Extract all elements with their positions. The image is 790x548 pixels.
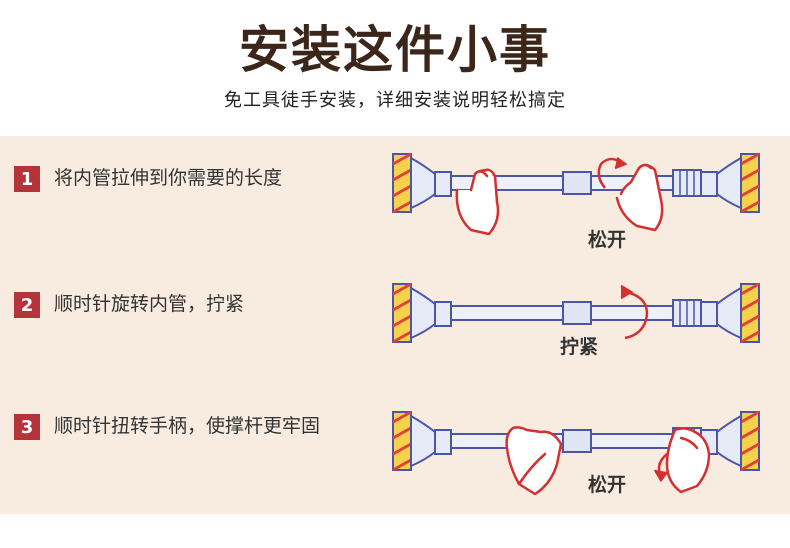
step-text: 顺时针扭转手柄，使撑杆更牢固 xyxy=(54,415,321,437)
page-title: 安装这件小事 xyxy=(239,21,551,79)
step-text: 将内管拉伸到你需要的长度 xyxy=(54,167,283,189)
step-number: 1 xyxy=(14,166,40,192)
step-3-caption: 松开 xyxy=(588,474,627,496)
step-3: 3 顺时针扭转手柄，使撑杆更牢固 xyxy=(14,414,354,441)
header: 安装这件小事 免工具徒手安装，详细安装说明轻松搞定 xyxy=(0,0,790,135)
step-1: 1 将内管拉伸到你需要的长度 xyxy=(14,166,354,193)
step-number: 3 xyxy=(14,414,40,440)
step-2-caption: 拧紧 xyxy=(560,336,599,358)
hand-icon xyxy=(615,163,664,232)
hand-icon xyxy=(505,426,563,496)
step-number: 2 xyxy=(14,292,40,318)
hand-icon xyxy=(665,427,711,494)
rod-assembly-icon xyxy=(392,282,760,344)
step-text: 顺时针旋转内管，拧紧 xyxy=(54,293,245,315)
step-1-caption: 松开 xyxy=(588,229,627,251)
rotate-arrow-icon xyxy=(620,284,649,340)
rod-assembly-icon xyxy=(392,152,760,214)
page-subtitle: 免工具徒手安装，详细安装说明轻松搞定 xyxy=(224,90,566,111)
hand-icon xyxy=(455,168,500,236)
rotate-arrow-icon xyxy=(653,453,668,483)
rotate-arrow-icon xyxy=(597,157,628,189)
step-3-illustration xyxy=(392,410,760,496)
step-2: 2 顺时针旋转内管，拧紧 xyxy=(14,292,354,319)
step-1-illustration xyxy=(392,152,760,236)
step-2-illustration xyxy=(392,282,760,344)
